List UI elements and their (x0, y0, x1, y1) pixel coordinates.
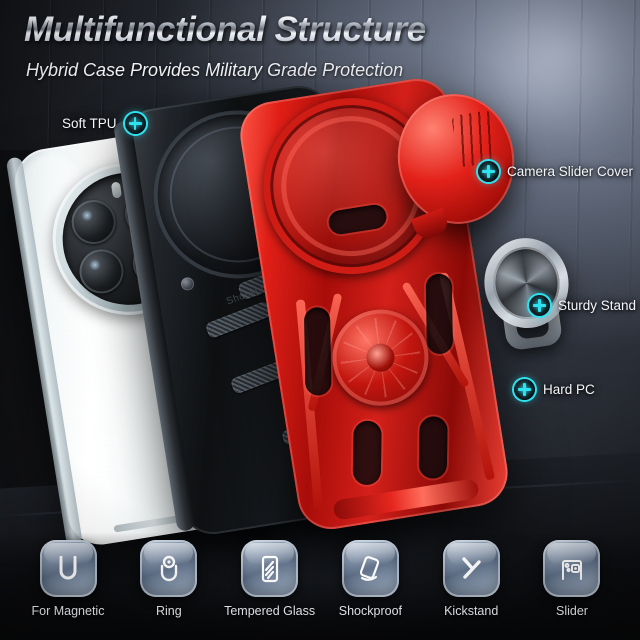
feature-badge (140, 540, 198, 597)
feature-item-for-magnetic[interactable]: For Magnetic (22, 540, 114, 618)
ring-holder-icon (160, 555, 177, 581)
feature-label: For Magnetic (31, 604, 105, 618)
callout-camera-slider-cover: Camera Slider Cover (478, 161, 633, 182)
page-subtitle: Hybrid Case Provides Military Grade Prot… (26, 60, 404, 80)
ring-stand-outer (478, 232, 575, 334)
feature-item-tempered-glass[interactable]: Tempered Glass (224, 540, 316, 618)
pc-plate-texture (334, 311, 427, 404)
feature-badge (442, 540, 500, 597)
magnet-icon (59, 555, 77, 579)
slider-cover-icon (561, 559, 582, 580)
drop-phone-icon (360, 555, 380, 581)
camera-slider-cover-part (388, 85, 524, 243)
pc-cutout (418, 416, 448, 479)
slider-cover-grip-ridges (451, 109, 499, 168)
camera-lens-icon (76, 246, 127, 297)
feature-item-slider[interactable]: Slider (526, 540, 618, 618)
camera-flash-icon (110, 181, 123, 199)
feature-label: Kickstand (444, 604, 499, 618)
callout-hard-pc: Hard PC (514, 379, 595, 400)
glass-panel-icon (261, 555, 278, 582)
feature-badge (543, 540, 601, 597)
slider-cover-disc (388, 85, 524, 233)
callout-label: Camera Slider Cover (507, 164, 634, 179)
kickstand-icon (462, 556, 481, 579)
feature-badge (39, 540, 97, 597)
tpu-grip-pad (204, 300, 273, 340)
plus-circle-icon (124, 113, 146, 134)
plus-circle-icon (529, 295, 550, 316)
feature-label: Ring (155, 604, 182, 618)
page-title: Multifunctional Structure (24, 10, 426, 49)
feature-strip: For Magnetic Ring (0, 532, 640, 640)
plus-circle-icon (514, 379, 535, 400)
tpu-screw-detail (180, 276, 196, 292)
pc-cutout (425, 273, 454, 355)
plus-circle-icon (478, 161, 499, 182)
pc-magnetic-plate (325, 302, 436, 413)
pc-cutout (303, 307, 332, 396)
feature-label: Tempered Glass (224, 604, 316, 618)
feature-item-ring[interactable]: Ring (123, 540, 215, 618)
ring-stand-part (478, 232, 578, 356)
feature-item-shockproof[interactable]: Shockproof (324, 540, 416, 618)
feature-row: For Magnetic Ring (22, 540, 618, 618)
feature-label: Shockproof (338, 604, 402, 618)
callout-label: Soft TPU (62, 116, 117, 131)
feature-badge (241, 540, 299, 597)
feature-item-kickstand[interactable]: Kickstand (425, 540, 517, 618)
pc-cutout (352, 420, 382, 486)
feature-label: Slider (556, 604, 588, 618)
callout-label: Sturdy Stand (558, 298, 637, 313)
camera-lens-icon (68, 196, 119, 248)
callout-label: Hard PC (543, 382, 595, 397)
feature-badge (341, 540, 399, 597)
callout-sturdy-stand: Sturdy Stand (529, 295, 636, 316)
callout-soft-tpu: Soft TPU (62, 113, 146, 134)
